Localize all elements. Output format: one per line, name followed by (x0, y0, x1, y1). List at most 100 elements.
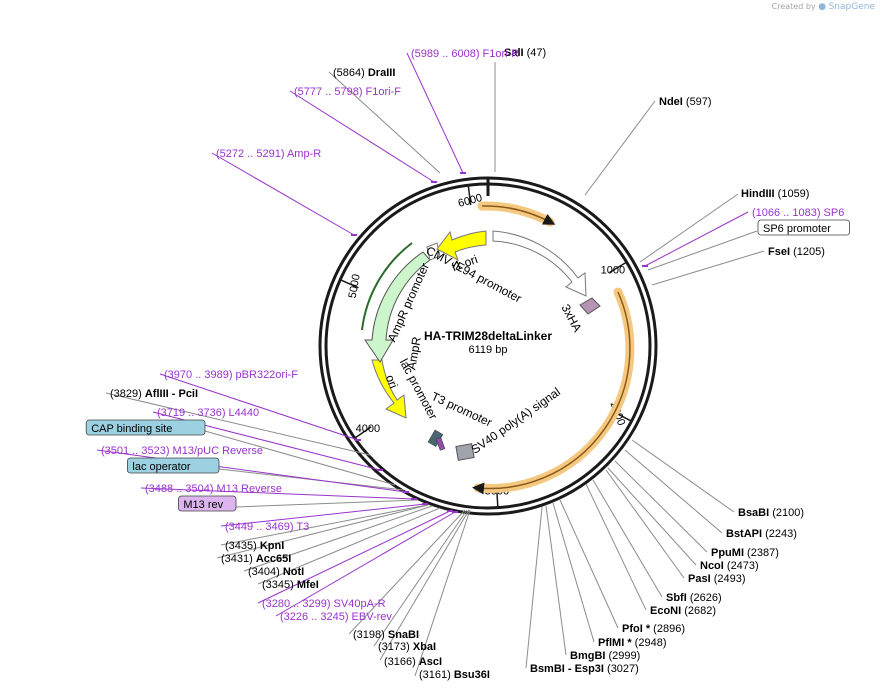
label-amp-r[interactable]: (5272 .. 5291) Amp-R (216, 148, 321, 160)
cmv-ie94-promoter-arrow[interactable] (492, 230, 587, 297)
label-acc65i[interactable]: (3431) Acc65I (221, 553, 291, 565)
label-ppumi[interactable]: PpuMI (2387) (711, 547, 779, 559)
3xha-tag[interactable] (579, 297, 601, 315)
site-label-ndei: NdeI (597) (659, 96, 712, 108)
leader-m13-reverse (140, 487, 415, 500)
sv40-polya-box[interactable] (455, 443, 475, 461)
primer-label-m13-puc-reverse: (3501 .. 3523) M13/pUC Reverse (101, 445, 263, 457)
feature-box-cap-binding-site[interactable] (85, 419, 206, 436)
tick-label-5000: 5000 (347, 273, 363, 299)
primer-label-m13-reverse: (3488 .. 3504) M13 Reverse (145, 483, 282, 495)
orf-highlight-n-term (477, 201, 555, 227)
ori-arrow[interactable] (371, 359, 407, 419)
feature-box-lac-operator[interactable] (127, 457, 220, 474)
leader-hindiii (639, 193, 739, 263)
leader-kpni (220, 504, 428, 546)
snapgene-logo-icon: ● (818, 2, 827, 12)
site-label-afliii: (3829) AflIII - PciI (110, 388, 198, 400)
feature-box-label-sp6-promoter: SP6 promoter (763, 223, 831, 235)
leader-sp6 (644, 211, 749, 267)
site-label-pflmi: PflMI * (2948) (598, 637, 666, 649)
orf-arrow-trim28 (472, 291, 631, 495)
leader-sp6-promoter (647, 230, 758, 271)
label-kpni[interactable]: (3435) KpnI (225, 540, 284, 552)
label-pfoi[interactable]: PfoI * (2896) (622, 623, 685, 635)
leader-ncoi (607, 467, 697, 566)
primer-label-sv40pa-r: (3280 .. 3299) SV40pA-R (262, 598, 386, 610)
leader-econi (585, 483, 647, 611)
f1-ori-arrow[interactable] (436, 230, 487, 262)
label-sali[interactable]: SalI (47) (504, 47, 546, 59)
label-pflmi[interactable]: PflMI * (2948) (598, 637, 666, 649)
label-fsei[interactable]: FseI (1205) (768, 246, 825, 258)
leader-bsu36i (414, 509, 471, 677)
label-f1ori-f[interactable]: (5777 .. 5798) F1ori-F (294, 86, 401, 98)
snapgene-credit: Created by ● SnapGene (772, 2, 875, 12)
leader-noti (243, 505, 433, 572)
leader-cap-binding-site (204, 430, 396, 486)
label-m13-puc-reverse[interactable]: (3501 .. 3523) M13/pUC Reverse (101, 445, 263, 457)
leader-snabi (348, 509, 466, 635)
plasmid-size: 6119 bp (469, 344, 508, 356)
label-bsmbi[interactable]: BsmBI - Esp3I (3027) (530, 663, 639, 675)
label-sv40pa-r[interactable]: (3280 .. 3299) SV40pA-R (262, 598, 386, 610)
label-ebv-rev[interactable]: (3226 .. 3245) EBV-rev (280, 611, 392, 623)
label-ncoi[interactable]: NcoI (2473) (700, 560, 759, 572)
label-draiii[interactable]: (5864) DraIII (333, 67, 395, 79)
label-afliii[interactable]: (3829) AflIII - PciI (110, 388, 198, 400)
label-ndei[interactable]: NdeI (597) (659, 96, 712, 108)
site-label-asci: (3166) AscI (384, 656, 442, 668)
label-bmgbi[interactable]: BmgBI (2999) (570, 650, 640, 662)
label-bsu36i[interactable]: (3161) Bsu36I (419, 669, 490, 681)
leader-ppumi (614, 460, 708, 553)
site-label-snabi: (3198) SnaBI (353, 629, 419, 641)
feature-box-label-lac-operator: lac operator (132, 461, 190, 473)
label-bsabi[interactable]: BsaBI (2100) (738, 507, 804, 519)
primer-label-pbr322ori-f: (3970 .. 3989) pBR322ori-F (164, 369, 298, 381)
leader-ndei (584, 100, 656, 196)
label-xbai[interactable]: (3173) XbaI (378, 641, 436, 653)
label-l4440[interactable]: (3719 .. 3736) L4440 (157, 407, 259, 419)
feature-box-m13-rev[interactable] (177, 495, 237, 512)
tick-5000 (339, 278, 359, 289)
site-label-acc65i: (3431) Acc65I (221, 553, 291, 565)
feature-label-ampr: AmpR (404, 335, 424, 371)
orf-arrow-n-term (481, 205, 556, 225)
site-label-sali: SalI (47) (504, 47, 546, 59)
t3-promoter-feature[interactable] (435, 437, 446, 451)
label-asci[interactable]: (3166) AscI (384, 656, 442, 668)
label-t3[interactable]: (3449 .. 3469) T3 (225, 521, 309, 533)
leader-fsei (651, 250, 765, 286)
leader-bsmbi (525, 506, 543, 669)
leader-f1ori-f (289, 90, 435, 183)
label-pbr322ori-f[interactable]: (3970 .. 3989) pBR322ori-F (164, 369, 298, 381)
label-m13-reverse[interactable]: (3488 .. 3504) M13 Reverse (145, 483, 282, 495)
label-snabi[interactable]: (3198) SnaBI (353, 629, 419, 641)
callout-labels: SalI (47) NdeI (597) HindIII (1059) (1066 .… (85, 47, 850, 681)
label-hindiii[interactable]: HindIII (1059) (741, 188, 809, 200)
label-bstapi[interactable]: BstAPI (2243) (726, 528, 797, 540)
leader-xbai (373, 509, 468, 647)
label-sbfi[interactable]: SbfI (2626) (666, 592, 722, 604)
label-econi[interactable]: EcoNI (2682) (650, 605, 716, 617)
ampr-promoter-arrow[interactable] (426, 242, 441, 261)
leader-ebv-rev (275, 511, 456, 617)
label-pasi[interactable]: PasI (2493) (688, 573, 746, 585)
site-label-bsmbi: BsmBI - Esp3I (3027) (530, 663, 639, 675)
label-f1ori-r[interactable]: (5989 .. 6008) F1ori-R (411, 48, 519, 60)
primer-label-l4440: (3719 .. 3736) L4440 (157, 407, 259, 419)
ampr-arrow[interactable] (364, 251, 431, 363)
primer-label-sp6: (1066 .. 1083) SP6 (752, 207, 844, 219)
label-noti[interactable]: (3404) NotI (248, 566, 304, 578)
site-label-ncoi: NcoI (2473) (700, 560, 759, 572)
site-label-pfoi: PfoI * (2896) (622, 623, 685, 635)
tick-1000 (609, 261, 628, 274)
site-label-bsu36i: (3161) Bsu36I (419, 669, 490, 681)
label-sp6[interactable]: (1066 .. 1083) SP6 (752, 207, 844, 219)
leader-bmgbi (545, 505, 567, 656)
primer-label-ebv-rev: (3226 .. 3245) EBV-rev (280, 611, 392, 623)
label-mfei[interactable]: (3345) MfeI (262, 579, 319, 591)
credit-product: SnapGene (828, 2, 875, 12)
feature-box-label-cap-binding-site: CAP binding site (91, 423, 172, 435)
feature-box-sp6-promoter[interactable] (757, 219, 850, 236)
